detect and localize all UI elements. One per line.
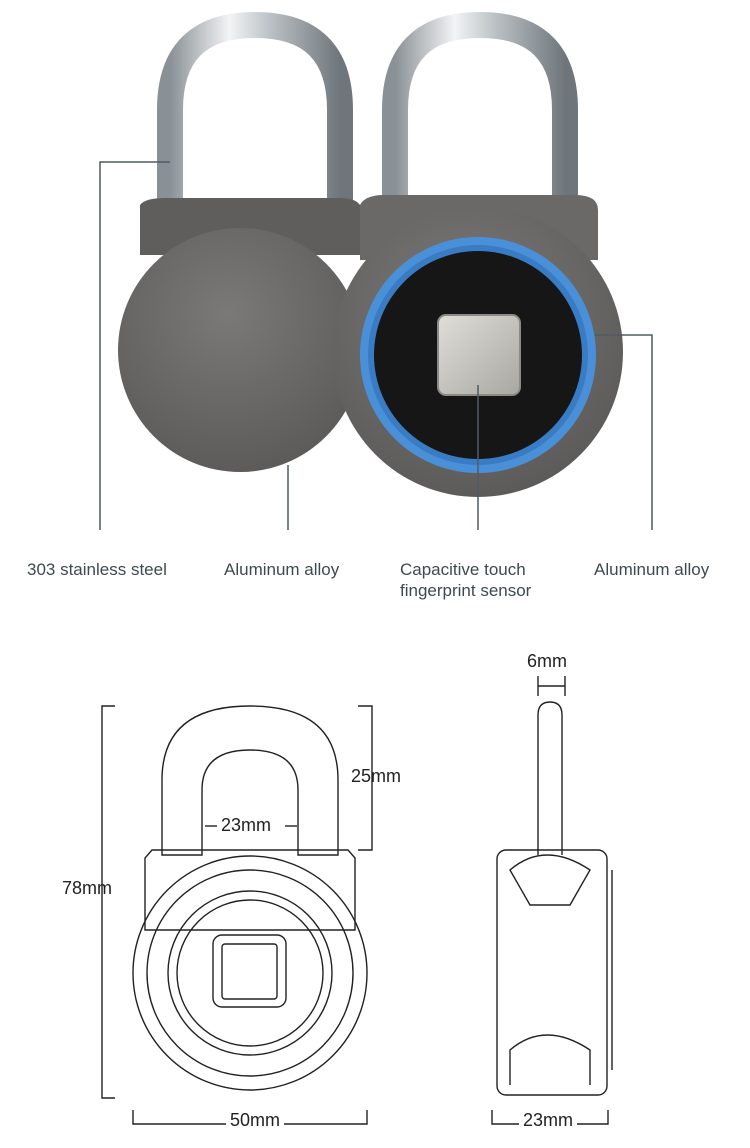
dimension-drawing xyxy=(101,676,613,1125)
dim-shackle-height: 25mm xyxy=(351,766,402,786)
front-body-outer xyxy=(132,855,368,1091)
dim-shackle-thickness: 6mm xyxy=(527,651,567,671)
front-sensor-ring xyxy=(167,890,333,1056)
label-sensor-line2: fingerprint sensor xyxy=(400,581,532,600)
leader-steel xyxy=(99,161,170,530)
right-shackle xyxy=(382,11,578,215)
label-stainless-steel: 303 stainless steel xyxy=(27,560,167,579)
dim-body-depth: 23mm xyxy=(519,1110,578,1131)
front-fingerprint-pad xyxy=(212,934,287,1008)
left-shackle xyxy=(157,11,353,215)
dim-body-width: 50mm xyxy=(226,1110,285,1131)
label-aluminum-alloy-left: Aluminum alloy xyxy=(224,560,340,579)
left-lock-body xyxy=(118,198,362,472)
label-aluminum-alloy-right: Aluminum alloy xyxy=(594,560,710,579)
front-shackle xyxy=(161,705,339,856)
fingerprint-pad xyxy=(437,314,521,396)
side-shackle xyxy=(537,701,563,855)
label-sensor-line1: Capacitive touch xyxy=(400,560,526,579)
side-body xyxy=(496,849,608,1096)
dim-total-height: 78mm xyxy=(62,878,113,898)
front-body-top xyxy=(144,849,356,931)
leader-alloy-right xyxy=(595,334,653,530)
dim-shackle-inner-width: 23mm xyxy=(221,815,272,835)
padlock-photo xyxy=(99,11,653,530)
